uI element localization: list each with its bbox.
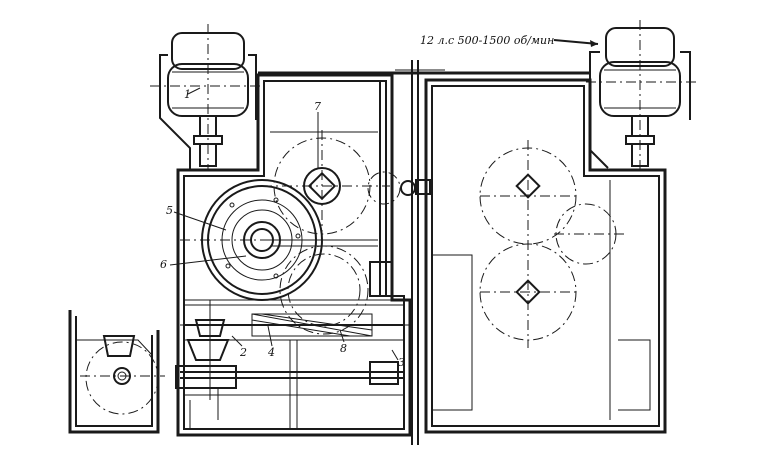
callout-7: 7 [314, 100, 321, 113]
leader-4 [267, 325, 273, 347]
gear-5-6-flywheel [180, 179, 350, 301]
leader-3 [391, 349, 399, 361]
left-motor [150, 24, 262, 170]
side-section-view [68, 310, 165, 434]
leader-5 [173, 211, 227, 231]
callout-5: 5 [166, 204, 173, 217]
callout-1: 1 [184, 88, 191, 101]
callout-6: 6 [160, 258, 167, 271]
callout-4: 4 [267, 346, 275, 359]
callout-3: 3 [398, 356, 405, 369]
gear-8-lower [180, 245, 410, 337]
central-divider [258, 60, 590, 445]
motor-note: 12 л.с 500-1500 об/мин [420, 34, 554, 47]
callout-2: 2 [239, 346, 247, 359]
right-motor [586, 20, 700, 170]
annotation-arrow-head [590, 40, 598, 47]
shaft-3 [180, 261, 404, 385]
leader-8 [339, 329, 345, 343]
left-gearbox-housing [176, 73, 412, 437]
leader-6 [169, 255, 247, 266]
callouts: 1 7 5 6 2 4 8 3 [160, 87, 405, 369]
leader-1 [187, 87, 201, 95]
right-gearbox-housing [424, 78, 667, 434]
callout-8: 8 [340, 342, 347, 355]
leader-2 [231, 335, 243, 347]
right-gear-train [479, 140, 625, 348]
motor-annotation: 12 л.с 500-1500 об/мин [420, 34, 599, 47]
